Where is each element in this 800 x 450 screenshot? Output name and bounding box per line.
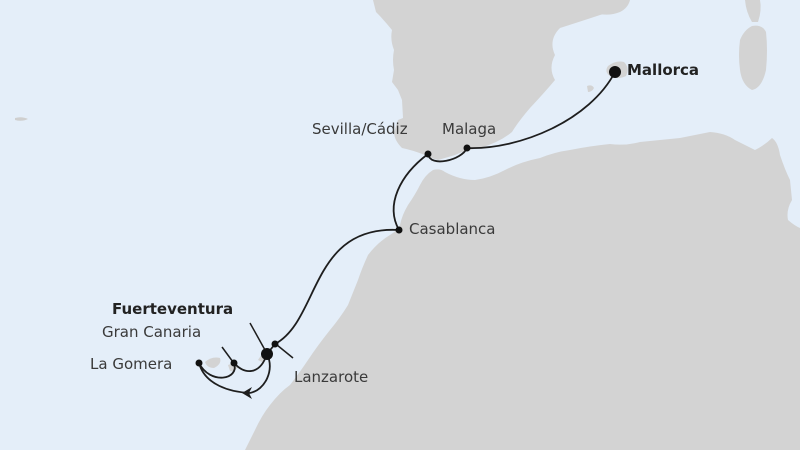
port-marker-gran-canaria[interactable] bbox=[230, 359, 238, 367]
port-marker-lanzarote[interactable] bbox=[271, 340, 279, 348]
land-sardinia bbox=[739, 25, 767, 91]
port-marker-mallorca[interactable] bbox=[609, 66, 621, 78]
port-markers bbox=[195, 66, 621, 367]
port-label-malaga: Malaga bbox=[442, 120, 497, 138]
port-label-casablanca: Casablanca bbox=[409, 220, 496, 238]
leader-lines bbox=[221, 322, 294, 363]
port-label-lanzarote: Lanzarote bbox=[294, 368, 369, 386]
port-label-mallorca: Mallorca bbox=[627, 61, 700, 79]
port-marker-sevilla[interactable] bbox=[424, 150, 432, 158]
land-ibiza bbox=[587, 85, 594, 92]
port-label-la-gomera: La Gomera bbox=[90, 355, 173, 373]
port-marker-fuerteventura[interactable] bbox=[261, 348, 273, 360]
land-corsica bbox=[745, 0, 761, 22]
port-marker-casablanca[interactable] bbox=[395, 226, 403, 234]
route-arrow-icon bbox=[242, 387, 252, 399]
cruise-route bbox=[198, 71, 616, 394]
port-label-fuerteventura: Fuerteventura bbox=[112, 300, 234, 318]
land-tenerife bbox=[205, 357, 221, 368]
land-france bbox=[600, 0, 630, 15]
land-madeira bbox=[15, 117, 28, 121]
land-iberia bbox=[373, 0, 627, 160]
port-label-sevilla-cadiz: Sevilla/Cádiz bbox=[312, 120, 408, 138]
port-marker-la-gomera[interactable] bbox=[195, 359, 203, 367]
port-marker-malaga[interactable] bbox=[463, 144, 471, 152]
port-label-gran-canaria: Gran Canaria bbox=[102, 323, 202, 341]
land-africa bbox=[245, 132, 800, 450]
